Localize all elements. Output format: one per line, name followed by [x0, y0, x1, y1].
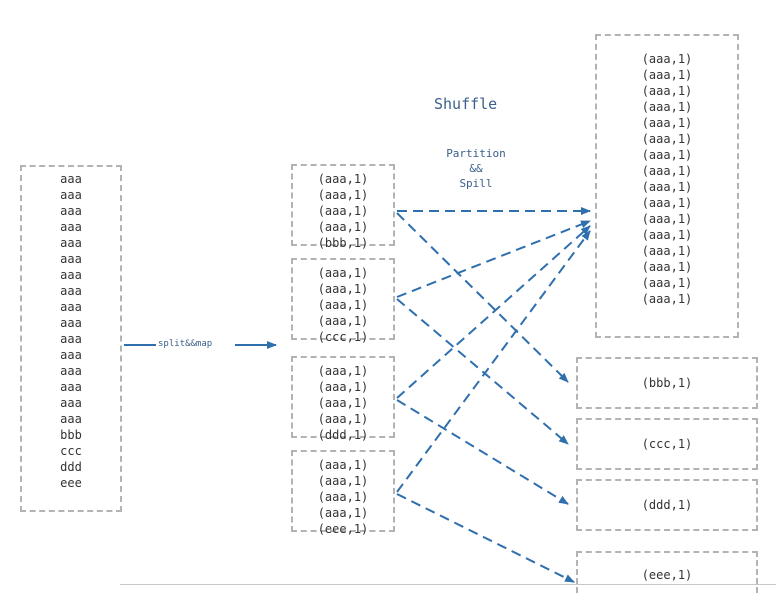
output-pair: (aaa,1) — [641, 52, 693, 66]
input-line: eee — [60, 476, 82, 490]
partition-label-line: Partition — [446, 147, 506, 160]
map-pair: (aaa,1) — [317, 220, 369, 234]
output-pair: (aaa,1) — [641, 276, 693, 290]
map-pair: (aaa,1) — [317, 380, 369, 394]
output-pair: (aaa,1) — [641, 116, 693, 130]
output-pair: (aaa,1) — [641, 292, 693, 306]
map-pair: (ddd,1) — [317, 428, 369, 442]
input-line: aaa — [60, 332, 82, 346]
map-pair: (aaa,1) — [317, 506, 369, 520]
input-line: aaa — [60, 252, 82, 266]
output-line-eee: (eee,1) — [641, 568, 693, 582]
map-pair: (aaa,1) — [317, 188, 369, 202]
partition-spill-label: Partition && Spill — [436, 146, 516, 191]
input-line: aaa — [60, 364, 82, 378]
output-pair: (aaa,1) — [641, 132, 693, 146]
input-line: aaa — [60, 284, 82, 298]
input-line: aaa — [60, 348, 82, 362]
output-pair: (aaa,1) — [641, 84, 693, 98]
output-pair: (aaa,1) — [641, 260, 693, 274]
input-line: ddd — [60, 460, 82, 474]
output-box-bbb: (bbb,1) — [576, 357, 758, 409]
map-pair: (aaa,1) — [317, 490, 369, 504]
map-pair: (aaa,1) — [317, 282, 369, 296]
map-group-1: (aaa,1) (aaa,1) (aaa,1) (aaa,1) (bbb,1) — [291, 164, 395, 250]
output-pair: (aaa,1) — [641, 68, 693, 82]
partition-label-line: && — [469, 162, 483, 175]
input-line: aaa — [60, 172, 82, 186]
output-line-ccc: (ccc,1) — [641, 437, 693, 451]
arrow-g2-to-aaa — [396, 220, 591, 298]
arrow-g1-to-bbb — [396, 212, 569, 383]
input-line: bbb — [60, 428, 82, 442]
map-pair: (eee,1) — [317, 522, 369, 536]
map-pair: (aaa,1) — [317, 314, 369, 328]
map-pair: (bbb,1) — [317, 236, 369, 250]
output-pair: (aaa,1) — [641, 100, 693, 114]
input-line: aaa — [60, 396, 82, 410]
input-line: aaa — [60, 204, 82, 218]
output-pair: (aaa,1) — [641, 196, 693, 210]
input-line: aaa — [60, 380, 82, 394]
map-group-3: (aaa,1) (aaa,1) (aaa,1) (aaa,1) (ddd,1) — [291, 356, 395, 442]
output-line-bbb: (bbb,1) — [641, 376, 693, 390]
shuffle-title: Shuffle — [434, 95, 498, 113]
map-pair: (aaa,1) — [317, 298, 369, 312]
input-line: aaa — [60, 300, 82, 314]
output-box-ddd: (ddd,1) — [576, 479, 758, 531]
map-pair: (aaa,1) — [317, 266, 369, 280]
output-box-eee: (eee,1) — [576, 551, 758, 593]
map-pair: (aaa,1) — [317, 396, 369, 410]
map-group-4: (aaa,1) (aaa,1) (aaa,1) (aaa,1) (eee,1) — [291, 450, 395, 536]
arrow-g3-to-ddd — [396, 399, 569, 505]
input-line: aaa — [60, 220, 82, 234]
arrow-g2-to-ccc — [396, 298, 569, 445]
input-line: aaa — [60, 412, 82, 426]
map-pair: (ccc,1) — [317, 330, 369, 344]
map-pair: (aaa,1) — [317, 474, 369, 488]
split-map-label: split&&map — [158, 339, 213, 349]
input-box: aaa aaa aaa aaa aaa aaa aaa aaa aaa aaa aaa aaa aaa a… — [20, 165, 122, 512]
output-pair: (aaa,1) — [641, 164, 693, 178]
map-pair: (aaa,1) — [317, 412, 369, 426]
input-line: ccc — [60, 444, 82, 458]
output-pair: (aaa,1) — [641, 180, 693, 194]
output-pair: (aaa,1) — [641, 228, 693, 242]
arrow-g4-to-eee — [396, 493, 575, 583]
map-pair: (aaa,1) — [317, 172, 369, 186]
output-line-ddd: (ddd,1) — [641, 498, 693, 512]
input-line: aaa — [60, 236, 82, 250]
input-line: aaa — [60, 316, 82, 330]
output-box-ccc: (ccc,1) — [576, 418, 758, 470]
arrow-g3-to-aaa — [396, 225, 591, 399]
map-pair: (aaa,1) — [317, 458, 369, 472]
output-pair: (aaa,1) — [641, 212, 693, 226]
partition-label-line: Spill — [459, 177, 493, 190]
input-line: aaa — [60, 268, 82, 282]
output-box-aaa: (aaa,1) (aaa,1) (aaa,1) (aaa,1) (aaa,1) (aaa,… — [595, 34, 739, 338]
bottom-rule — [120, 584, 776, 585]
map-pair: (aaa,1) — [317, 204, 369, 218]
map-pair: (aaa,1) — [317, 364, 369, 378]
input-line: aaa — [60, 188, 82, 202]
map-group-2: (aaa,1) (aaa,1) (aaa,1) (aaa,1) (ccc,1) — [291, 258, 395, 344]
arrow-g4-to-aaa — [396, 230, 591, 493]
output-pair: (aaa,1) — [641, 244, 693, 258]
output-pair: (aaa,1) — [641, 148, 693, 162]
